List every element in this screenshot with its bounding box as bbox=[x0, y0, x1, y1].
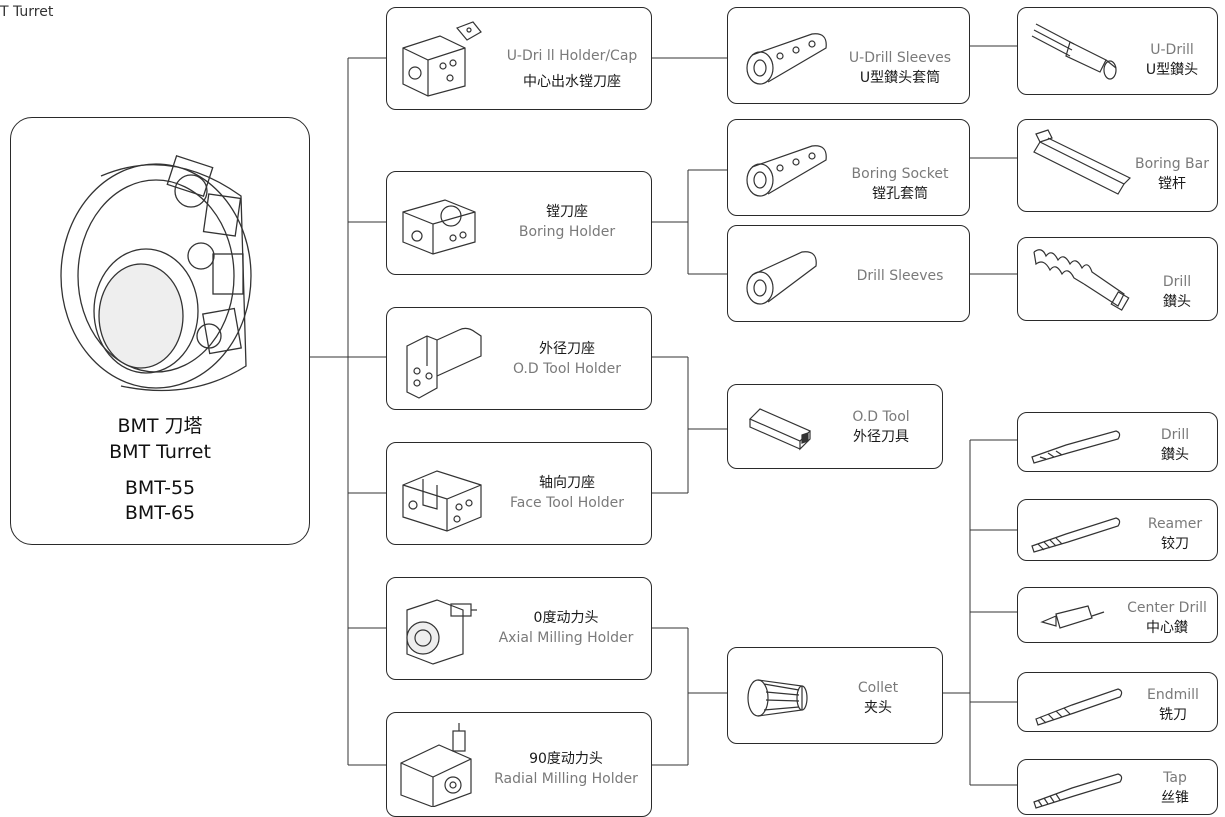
drill-top-label-en: Drill bbox=[1162, 274, 1192, 290]
udrill-holder-label-en: U-Dri ll Holder/Cap bbox=[506, 48, 638, 64]
boring-bar-box: Boring Bar 镗杆 bbox=[1017, 119, 1218, 212]
boring-holder-icon bbox=[402, 199, 476, 255]
od-holder-box: 外径刀座 O.D Tool Holder bbox=[386, 307, 652, 410]
axial-milling-box: 0度动力头 Axial Milling Holder bbox=[386, 577, 652, 680]
radial-milling-box: 90度动力头 Radial Milling Holder bbox=[386, 712, 652, 817]
od-holder-label-zh: 外径刀座 bbox=[539, 341, 595, 357]
boring-holder-label-en: Boring Holder bbox=[518, 224, 616, 240]
endmill-label-zh: 铣刀 bbox=[1159, 707, 1187, 723]
reamer-icon bbox=[1031, 517, 1121, 553]
tap-box: Tap 丝锥 bbox=[1017, 759, 1218, 815]
boring-bar-label-zh: 镗杆 bbox=[1158, 176, 1186, 192]
tap-label-zh: 丝锥 bbox=[1161, 790, 1189, 806]
boring-bar-icon bbox=[1033, 129, 1132, 195]
turret-model-65: BMT-65 bbox=[124, 502, 196, 524]
turret-name-en: BMT Turret bbox=[109, 441, 211, 463]
tap-icon bbox=[1033, 773, 1123, 809]
face-holder-label-en: Face Tool Holder bbox=[510, 495, 624, 511]
od-tool-icon bbox=[748, 408, 812, 451]
collet-box: Collet 夹头 bbox=[727, 647, 943, 744]
axial-milling-label-en: Axial Milling Holder bbox=[498, 630, 634, 646]
reamer-box: Reamer 铰刀 bbox=[1017, 499, 1218, 561]
center-drill-label-zh: 中心鑚 bbox=[1146, 620, 1188, 636]
axial-milling-label-zh: 0度动力头 bbox=[533, 610, 599, 626]
page-title: T Turret bbox=[0, 4, 54, 20]
udrill-icon bbox=[1031, 23, 1117, 80]
boring-holder-box: 镗刀座 Boring Holder bbox=[386, 171, 652, 275]
udrill-label-en: U-Drill bbox=[1150, 42, 1194, 58]
drill-top-box: Drill 鑚头 bbox=[1017, 237, 1218, 321]
udrill-sleeves-label-zh: U型鑚头套筒 bbox=[859, 70, 941, 86]
boring-socket-label-en: Boring Socket bbox=[851, 166, 949, 182]
axial-milling-icon bbox=[406, 599, 477, 665]
radial-milling-label-zh: 90度动力头 bbox=[529, 751, 603, 767]
od-tool-label-zh: 外径刀具 bbox=[853, 429, 909, 445]
udrill-label-zh: U型鑚头 bbox=[1145, 62, 1199, 78]
od-holder-icon bbox=[406, 327, 482, 399]
boring-socket-box: Boring Socket 镗孔套筒 bbox=[727, 119, 970, 216]
center-drill-icon bbox=[1040, 605, 1105, 629]
udrill-sleeves-label-en: U-Drill Sleeves bbox=[848, 50, 952, 66]
collet-label-zh: 夹头 bbox=[864, 700, 892, 716]
udrill-sleeves-box: U-Drill Sleeves U型鑚头套筒 bbox=[727, 7, 970, 104]
drill-top-label-zh: 鑚头 bbox=[1163, 294, 1191, 310]
reamer-label-zh: 铰刀 bbox=[1161, 536, 1189, 552]
face-holder-icon bbox=[402, 470, 482, 532]
tap-label-en: Tap bbox=[1163, 770, 1187, 786]
drill-sleeve-icon bbox=[746, 251, 817, 305]
drill-box: Drill 鑚头 bbox=[1017, 412, 1218, 472]
turret-name-zh: BMT 刀塔 bbox=[117, 415, 203, 437]
udrill-box: U-Drill U型鑚头 bbox=[1017, 7, 1218, 95]
radial-milling-icon bbox=[400, 723, 472, 807]
face-holder-box: 轴向刀座 Face Tool Holder bbox=[386, 442, 652, 545]
endmill-label-en: Endmill bbox=[1147, 687, 1199, 703]
endmill-box: Endmill 铣刀 bbox=[1017, 672, 1218, 732]
udrill-holder-icon bbox=[402, 21, 482, 97]
collet-icon bbox=[747, 679, 808, 717]
drill-icon bbox=[1031, 430, 1121, 464]
center-drill-box: Center Drill 中心鑚 bbox=[1017, 587, 1218, 643]
collet-label-en: Collet bbox=[857, 680, 899, 696]
bmt-turret-box: BMT 刀塔 BMT Turret BMT-55 BMT-65 bbox=[10, 117, 310, 545]
turret-model-55: BMT-55 bbox=[124, 477, 196, 499]
face-holder-label-zh: 轴向刀座 bbox=[539, 475, 595, 491]
turret-icon bbox=[60, 155, 252, 392]
udrill-holder-label-zh: 中心出水镗刀座 bbox=[523, 74, 621, 90]
od-tool-box: O.D Tool 外径刀具 bbox=[727, 384, 943, 469]
center-drill-label-en: Center Drill bbox=[1127, 600, 1207, 616]
od-tool-label-en: O.D Tool bbox=[852, 409, 910, 425]
drill-label-en: Drill bbox=[1160, 427, 1190, 443]
udrill-sleeve-icon bbox=[746, 33, 827, 85]
drill-top-icon bbox=[1033, 249, 1130, 311]
drill-sleeves-box: Drill Sleeves bbox=[727, 225, 970, 322]
boring-socket-icon bbox=[746, 145, 827, 197]
radial-milling-label-en: Radial Milling Holder bbox=[494, 771, 638, 787]
reamer-label-en: Reamer bbox=[1147, 516, 1203, 532]
boring-socket-label-zh: 镗孔套筒 bbox=[872, 186, 928, 202]
od-holder-label-en: O.D Tool Holder bbox=[512, 361, 621, 377]
boring-bar-label-en: Boring Bar bbox=[1135, 156, 1209, 172]
endmill-icon bbox=[1035, 688, 1123, 726]
boring-holder-label-zh: 镗刀座 bbox=[546, 204, 588, 220]
drill-label-zh: 鑚头 bbox=[1161, 447, 1189, 463]
drill-sleeves-label-en: Drill Sleeves bbox=[856, 268, 944, 284]
udrill-holder-box: U-Dri ll Holder/Cap 中心出水镗刀座 bbox=[386, 7, 652, 110]
